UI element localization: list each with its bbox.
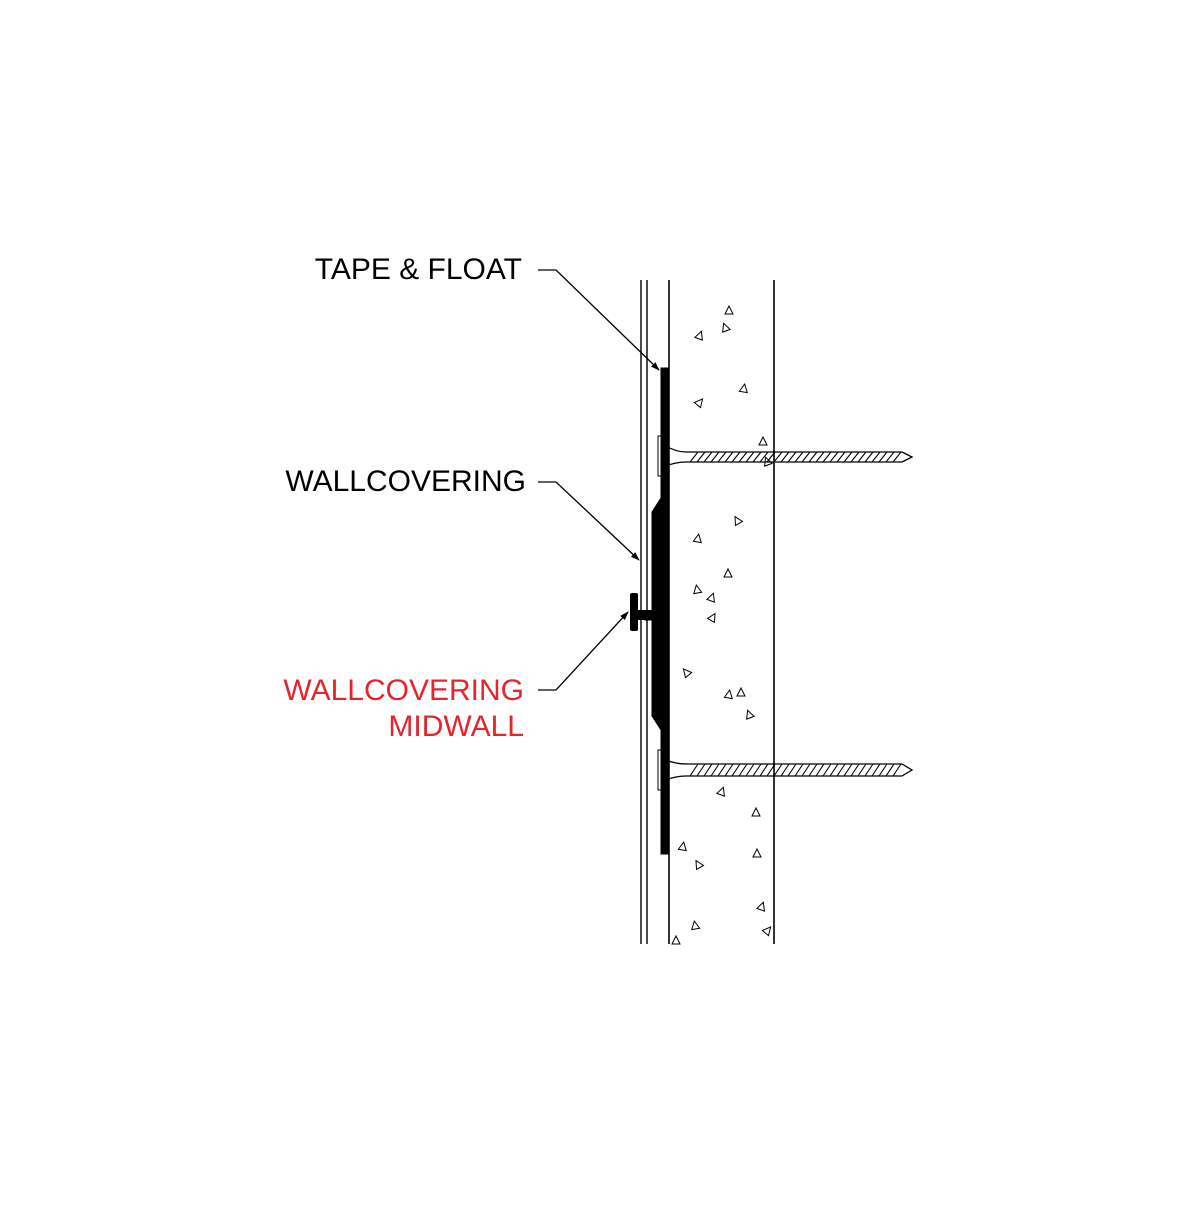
leader-midwall [538,611,629,691]
screw-upper [657,435,914,477]
midwall-label-line2: MIDWALL [388,710,524,743]
wallcovering-midwall-trim [630,593,656,631]
leader-wallcovering [538,481,640,561]
wallcovering-label: WALLCOVERING [285,465,526,498]
tape-float-label: TAPE & FLOAT [314,253,522,286]
leader-lines [538,269,660,691]
midwall-label-line1: WALLCOVERING [283,674,524,707]
concrete-aggregate-hatch [671,304,774,945]
wallcovering-midwall-label: WALLCOVERING MIDWALL [283,673,524,745]
screw-lower [657,749,914,791]
leader-tape-float [538,269,660,371]
